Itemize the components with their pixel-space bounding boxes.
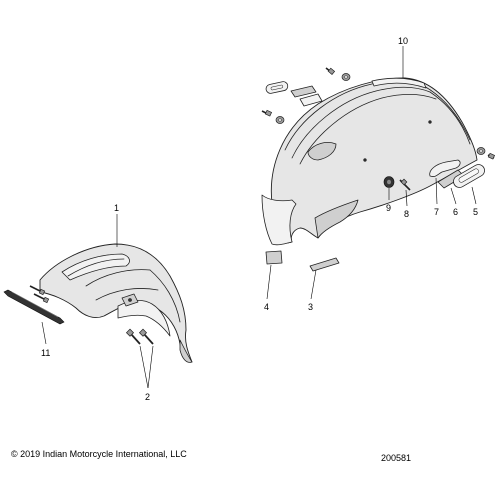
callout-5: 5 (473, 207, 478, 217)
grommet-part-9[interactable] (383, 176, 395, 188)
callout-7: 7 (434, 207, 439, 217)
callout-3: 3 (308, 302, 313, 312)
screw-part-8[interactable] (399, 178, 411, 191)
rear-fender-left-washer[interactable] (275, 116, 285, 124)
fork-bolt-right[interactable] (138, 328, 154, 345)
callout-4: 4 (264, 302, 269, 312)
leader-lines (41, 46, 477, 389)
callout-9: 9 (386, 203, 391, 213)
callout-labels: 10 1 2 3 4 5 6 7 8 9 11 (41, 36, 478, 402)
copyright-notice: © 2019 Indian Motorcycle International, … (11, 449, 187, 459)
rear-fender-top-washer[interactable] (341, 73, 351, 81)
rear-fender-right-bolt[interactable] (487, 152, 496, 160)
rear-fender-top-bolt[interactable] (325, 67, 336, 75)
callout-6: 6 (453, 207, 458, 217)
pad-part-4[interactable] (265, 250, 283, 265)
callout-8: 8 (404, 209, 409, 219)
trim-bar-screw-lower[interactable] (33, 293, 50, 304)
strip-part-3[interactable] (309, 257, 340, 272)
callout-10: 10 (398, 36, 408, 46)
marker-lens-part-5[interactable] (451, 162, 486, 189)
callout-2: 2 (145, 392, 150, 402)
rear-marker-bracket-upper[interactable] (299, 93, 323, 107)
trim-bar-screw-upper[interactable] (29, 285, 46, 296)
callout-1: 1 (114, 203, 119, 213)
rear-fender[interactable] (261, 77, 478, 246)
fork-bolt-left[interactable] (125, 328, 141, 345)
callout-11: 11 (41, 348, 50, 358)
rear-fender-left-bolt[interactable] (261, 109, 273, 117)
rear-marker-lens-upper[interactable] (265, 81, 289, 94)
rear-fender-right-washer[interactable] (476, 147, 486, 155)
diagram-number: 200581 (381, 453, 411, 463)
front-fender[interactable] (39, 243, 193, 363)
front-fender-trim-bar[interactable] (3, 289, 65, 325)
bracket-part-7[interactable] (429, 159, 461, 177)
rear-marker-gasket-upper[interactable] (290, 85, 317, 98)
